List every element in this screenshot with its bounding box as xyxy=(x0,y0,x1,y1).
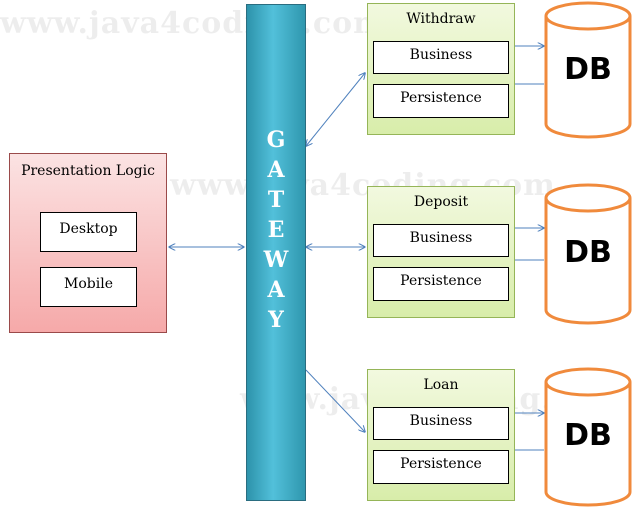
loan-service-title: Loan xyxy=(423,377,459,393)
deposit-service-box: Deposit Business Persistence xyxy=(367,186,515,318)
loan-persistence-box: Persistence xyxy=(373,450,509,484)
withdraw-business-box: Business xyxy=(373,41,509,74)
gateway-letter: W xyxy=(263,247,289,273)
withdraw-service-box: Withdraw Business Persistence xyxy=(367,3,515,135)
deposit-service-title: Deposit xyxy=(413,194,469,210)
gateway-letter: A xyxy=(267,277,285,303)
gateway-letter: E xyxy=(267,217,285,243)
arrow-gateway-loan xyxy=(305,369,365,432)
gateway-letter: A xyxy=(267,157,285,183)
db-cylinder-loan xyxy=(544,367,632,507)
watermark-top: www.java4coding.com xyxy=(0,6,386,41)
deposit-db-label: DB xyxy=(564,235,612,270)
gateway-letter: Y xyxy=(268,307,284,333)
db-cylinder-withdraw xyxy=(544,1,632,139)
deposit-persistence-box: Persistence xyxy=(373,267,509,301)
loan-business-box: Business xyxy=(373,407,509,440)
arrow-gateway-withdraw xyxy=(306,73,365,146)
db-cylinder-deposit xyxy=(544,183,632,325)
loan-service-box: Loan Business Persistence xyxy=(367,369,515,501)
gateway-letter: T xyxy=(267,187,285,213)
withdraw-persistence-box: Persistence xyxy=(373,84,509,118)
gateway-bar: G A T E W A Y xyxy=(246,4,306,501)
presentation-logic-title: Presentation Logic xyxy=(21,163,155,179)
loan-db-label: DB xyxy=(564,418,612,453)
withdraw-service-title: Withdraw xyxy=(406,11,476,27)
presentation-logic-box: Presentation Logic Desktop Mobile xyxy=(9,153,167,333)
mobile-box: Mobile xyxy=(40,267,137,307)
deposit-business-box: Business xyxy=(373,224,509,257)
withdraw-db-label: DB xyxy=(564,52,612,87)
gateway-letter: G xyxy=(266,127,286,153)
desktop-box: Desktop xyxy=(40,212,137,252)
